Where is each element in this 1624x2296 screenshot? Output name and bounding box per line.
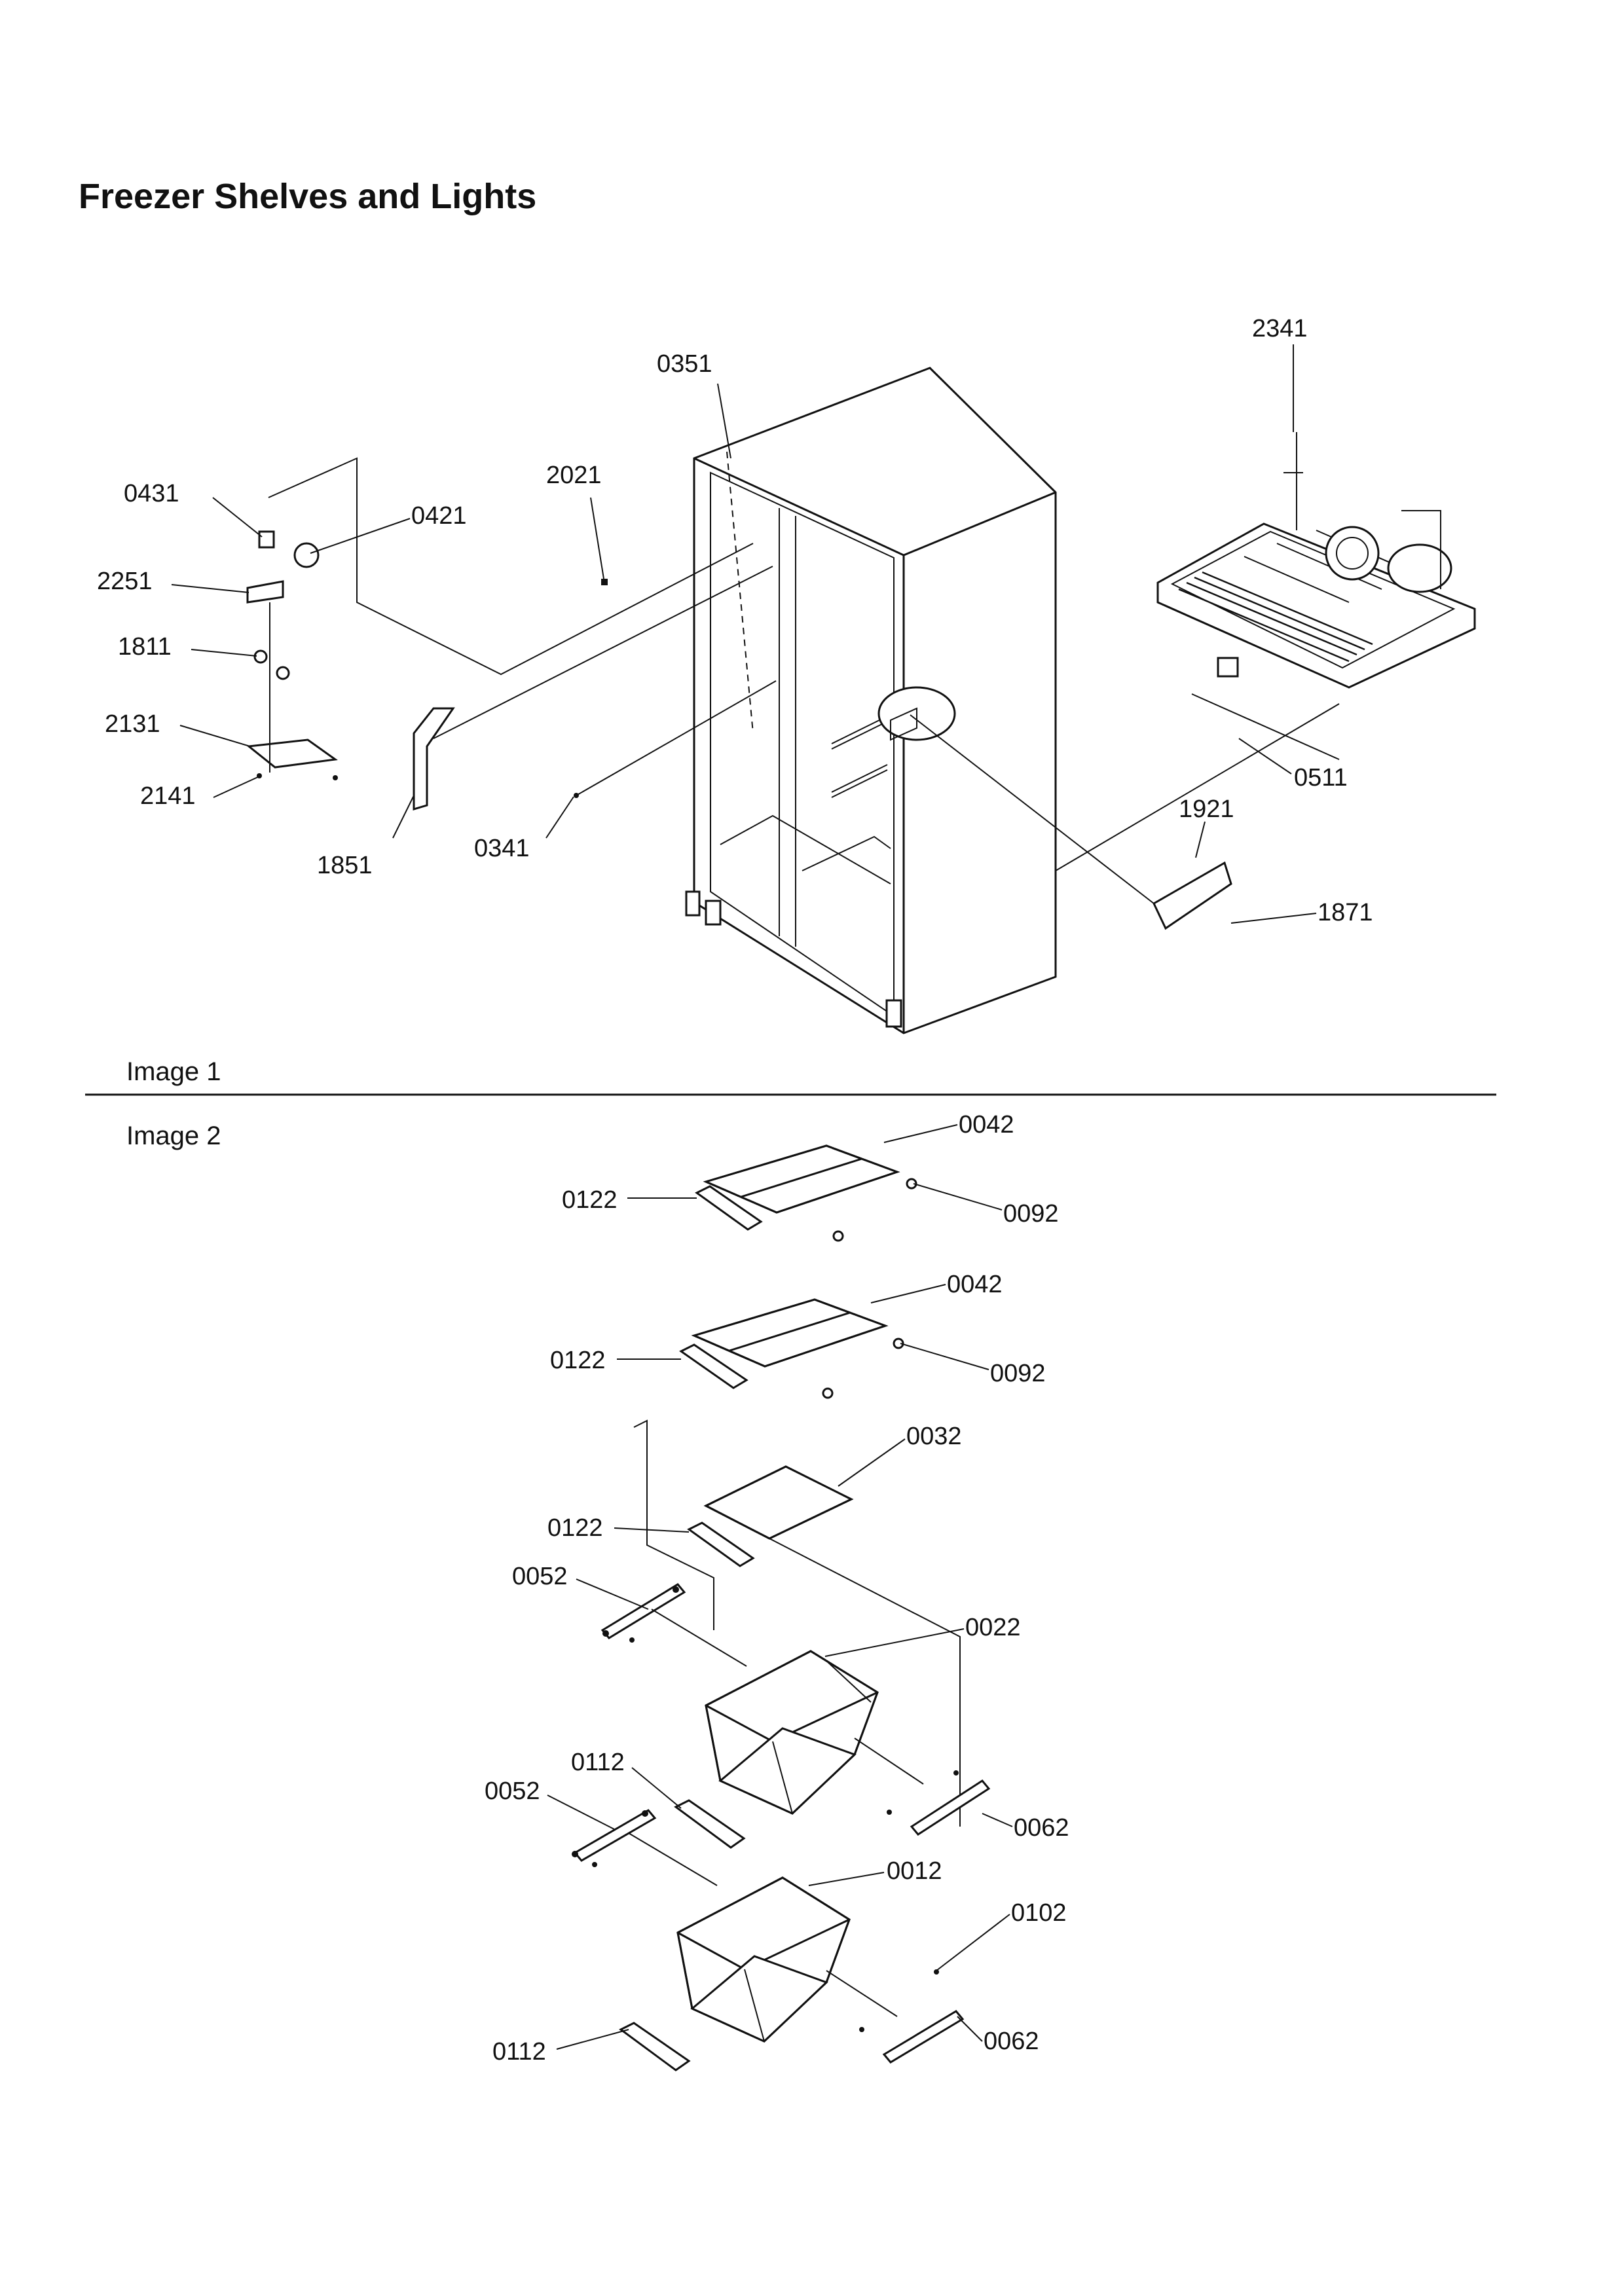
label-0122-middle: 0122 bbox=[550, 1347, 606, 1374]
label-1851: 1851 bbox=[317, 852, 373, 879]
image1-leader-lines bbox=[171, 344, 1317, 924]
label-1871: 1871 bbox=[1318, 899, 1373, 926]
label-0032: 0032 bbox=[906, 1423, 962, 1450]
label-0062-upper: 0062 bbox=[1014, 1814, 1069, 1842]
label-2341: 2341 bbox=[1252, 315, 1308, 342]
label-0022: 0022 bbox=[965, 1614, 1021, 1641]
label-0351: 0351 bbox=[657, 350, 712, 378]
label-0341: 0341 bbox=[474, 835, 530, 862]
label-0042-upper: 0042 bbox=[959, 1111, 1014, 1139]
wire-shelf-upper bbox=[695, 1144, 917, 1242]
wire-shelf-middle bbox=[679, 1298, 904, 1399]
label-0112-upper: 0112 bbox=[571, 1749, 625, 1776]
label-0012: 0012 bbox=[887, 1857, 942, 1885]
image1-diagram: 0431 0421 2251 1811 2131 2141 1851 0341 … bbox=[97, 315, 1476, 1034]
page-title: Freezer Shelves and Lights bbox=[79, 177, 536, 216]
basket-slides bbox=[572, 1583, 991, 2071]
label-0112-lower: 0112 bbox=[492, 2038, 546, 2066]
image2-label: Image 2 bbox=[126, 1121, 221, 1150]
label-2141: 2141 bbox=[140, 782, 196, 810]
label-0511: 0511 bbox=[1294, 764, 1348, 792]
breaker-strip-part bbox=[413, 566, 773, 811]
freezer-basket-upper bbox=[705, 1650, 879, 1815]
label-0431: 0431 bbox=[124, 480, 179, 507]
screw-parts bbox=[574, 579, 777, 798]
wire-shelf-small bbox=[633, 1419, 961, 1827]
label-0092-middle: 0092 bbox=[990, 1360, 1046, 1387]
refrigerator-cabinet bbox=[685, 367, 1057, 1034]
label-0052-upper: 0052 bbox=[512, 1563, 568, 1590]
label-0092-upper: 0092 bbox=[1003, 1200, 1059, 1228]
machine-compartment bbox=[1055, 432, 1476, 871]
label-0122-lower: 0122 bbox=[547, 1514, 603, 1542]
label-0042-middle: 0042 bbox=[947, 1271, 1003, 1298]
freezer-basket-lower bbox=[676, 1876, 851, 2043]
label-2131: 2131 bbox=[105, 710, 160, 738]
light-shield-part bbox=[910, 714, 1232, 930]
light-socket-assembly bbox=[246, 457, 754, 780]
label-1811: 1811 bbox=[118, 633, 172, 661]
label-0421: 0421 bbox=[411, 502, 467, 530]
label-0062-lower: 0062 bbox=[984, 2028, 1039, 2055]
image2-leader-lines bbox=[547, 1124, 1013, 2050]
image1-label: Image 1 bbox=[126, 1057, 221, 1086]
label-2251: 2251 bbox=[97, 568, 153, 595]
label-0052-lower: 0052 bbox=[485, 1777, 540, 1805]
image2-diagram: 0042 0092 0122 0042 0092 0122 0032 0122 … bbox=[485, 1111, 1069, 2071]
label-2021: 2021 bbox=[546, 462, 602, 489]
label-0102: 0102 bbox=[1011, 1899, 1067, 1927]
label-0122-upper: 0122 bbox=[562, 1186, 618, 1214]
label-1921: 1921 bbox=[1179, 795, 1234, 823]
